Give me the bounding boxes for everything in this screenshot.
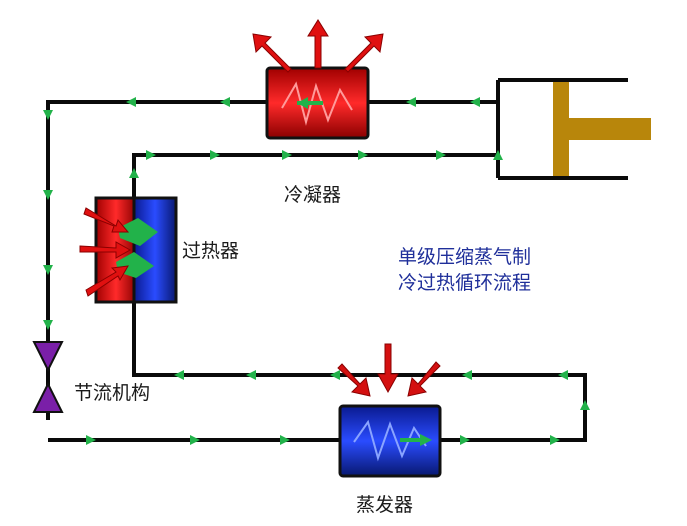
diagram-title-line2: 冷过热循环流程 xyxy=(398,272,532,294)
flow-arrows xyxy=(43,97,590,445)
diagram-title: 单级压缩蒸气制 冷过热循环流程 xyxy=(398,244,531,296)
compressor-cylinder xyxy=(496,78,651,180)
superheater-label: 过热器 xyxy=(182,240,240,262)
throttle-valve xyxy=(32,341,64,413)
throttle-label: 节流机构 xyxy=(74,382,151,404)
diagram-title-line1: 单级压缩蒸气制 xyxy=(398,246,532,268)
heat-out-arrows xyxy=(252,19,384,73)
evaporator-unit xyxy=(338,404,442,478)
superheater-unit xyxy=(79,196,178,304)
condenser-unit xyxy=(265,66,370,140)
evaporator-label: 蒸发器 xyxy=(356,494,414,516)
condenser-label: 冷凝器 xyxy=(284,184,342,206)
heat-in-arrows xyxy=(337,343,441,397)
piston xyxy=(553,82,651,176)
